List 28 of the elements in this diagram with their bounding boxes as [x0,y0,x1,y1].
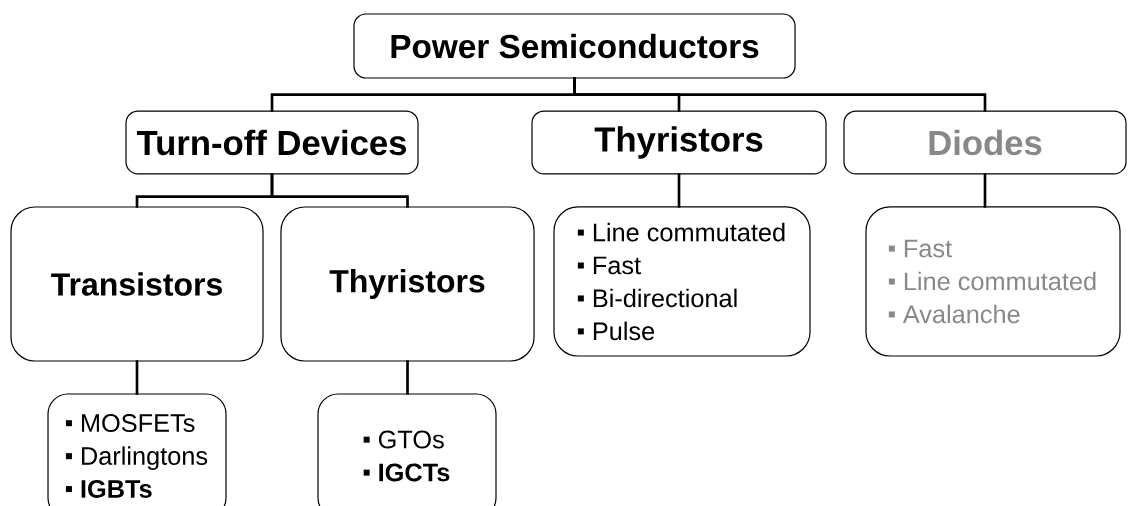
list-box [553,206,811,357]
list-box [317,393,497,506]
list-item: Bi-directional [577,288,737,308]
category-box: Thyristors [280,206,535,362]
connector-line [135,360,139,395]
list-item: IGBTs [65,479,152,498]
connector-line [270,173,409,208]
list-item: MOSFETs [65,414,195,433]
connector-line [677,173,681,208]
category-box: Power Semiconductors [353,13,796,79]
category-box: Diodes [843,110,1127,175]
list-item: Fast [888,239,952,258]
list-item: GTOs [363,430,444,449]
list-item: Line commutated [577,222,785,242]
list-item: Line commutated [888,271,1096,291]
connector-line [983,173,987,208]
category-box: Turn-off Devices [125,110,419,175]
list-item: Avalanche [888,304,1020,324]
list-item: Pulse [577,321,655,341]
list-box [865,206,1121,357]
list-item: IGCTs [363,463,450,482]
list-item: Darlingtons [65,446,208,470]
connector-line [406,360,409,395]
category-box: Thyristors [531,110,827,175]
connector-line [573,77,987,112]
list-item: Fast [577,256,641,275]
category-box: Transistors [10,206,264,362]
list-box [47,393,227,506]
